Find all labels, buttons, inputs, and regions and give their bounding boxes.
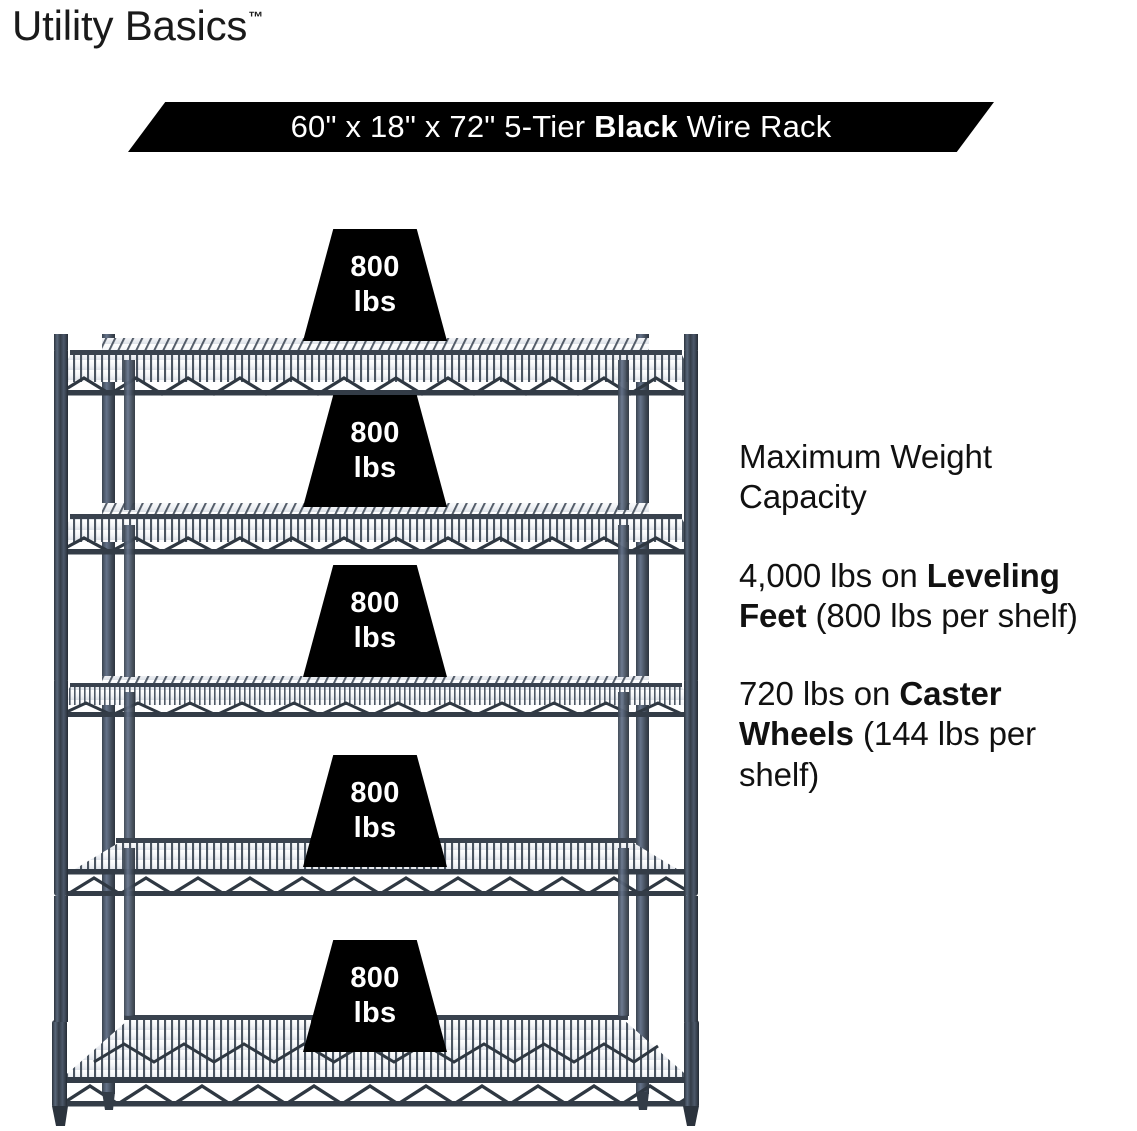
- shelf-5-mid-truss: [93, 1042, 659, 1064]
- caster-lead: 720 lbs on: [739, 675, 900, 712]
- weight-badge-value: 800: [350, 776, 400, 809]
- weight-badge-value: 800: [350, 961, 400, 994]
- leveling-foot-back-right: [636, 1092, 649, 1110]
- brand-name: Utility Basics: [12, 2, 248, 49]
- leveling-foot-back-left: [102, 1092, 115, 1110]
- leveling-emphasis: Leveling Feet: [739, 556, 1060, 634]
- weight-badge-unit: lbs: [353, 286, 397, 318]
- capacity-copy-block: Maximum Weight Capacity 4,000 lbs on Lev…: [739, 437, 1125, 795]
- shelf-1: [54, 338, 698, 398]
- trademark-symbol: ™: [248, 9, 264, 26]
- weight-badge-unit: lbs: [353, 997, 397, 1029]
- banner-suffix: Wire Rack: [677, 109, 832, 144]
- rack-inner-posts: [124, 360, 629, 1016]
- weight-badge-value: 800: [350, 586, 400, 619]
- leveling-tail: (800 lbs per shelf): [806, 596, 1078, 634]
- capacity-heading: Maximum Weight Capacity: [739, 438, 992, 516]
- caster-tail: (144 lbs per shelf): [739, 715, 1037, 793]
- weight-badge-unit: lbs: [353, 812, 397, 844]
- caster-wheels-capacity: 720 lbs on Caster Wheels (144 lbs per sh…: [739, 674, 1125, 795]
- leveling-foot-front-left: [52, 1106, 68, 1126]
- leveling-foot-front-right: [683, 1106, 699, 1126]
- shelf-2: [54, 503, 698, 558]
- weight-badge-unit: lbs: [353, 452, 397, 484]
- leveling-lead: 4,000 lbs on: [739, 556, 927, 594]
- product-title-text: 60" x 18" x 72" 5-Tier Black Wire Rack: [291, 109, 832, 145]
- weight-badge-value: 800: [350, 250, 400, 283]
- wire-rack-svg: [52, 334, 699, 1126]
- rack-front-posts: [54, 334, 698, 1022]
- wire-rack-illustration: [24, 320, 724, 1130]
- shelf-3: [54, 676, 698, 720]
- leveling-feet-capacity: 4,000 lbs on Leveling Feet (800 lbs per …: [739, 556, 1125, 637]
- weight-badge-shelf-1: 800 lbs: [303, 229, 447, 341]
- leveling-feet: [52, 1092, 699, 1126]
- weight-badge-value: 800: [350, 416, 400, 449]
- product-title-banner: 60" x 18" x 72" 5-Tier Black Wire Rack: [128, 102, 994, 152]
- banner-prefix: 60" x 18" x 72" 5-Tier: [290, 109, 595, 144]
- banner-emphasis: Black: [594, 109, 678, 144]
- brand-wordmark: Utility Basics ™: [12, 2, 264, 49]
- weight-badge-unit: lbs: [353, 622, 397, 654]
- caster-emphasis: Caster Wheels: [739, 675, 1002, 753]
